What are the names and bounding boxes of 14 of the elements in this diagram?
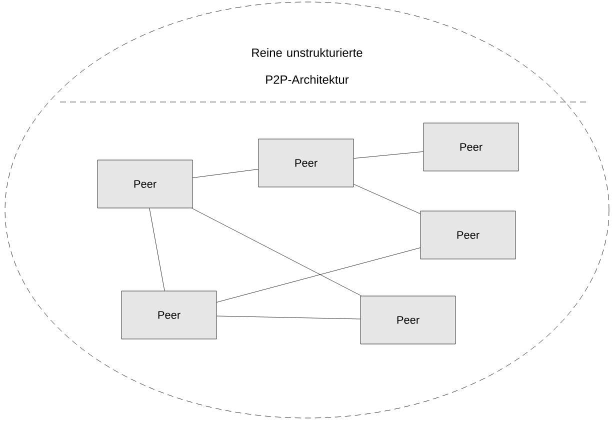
- peer-box: Peer: [97, 160, 193, 208]
- peer-box: Peer: [420, 210, 516, 260]
- connector-line: [216, 316, 360, 320]
- connector-line: [354, 184, 420, 214]
- peer-box: Peer: [258, 138, 354, 188]
- peer-box: Peer: [360, 296, 456, 344]
- peer-box: Peer: [121, 290, 217, 340]
- connector-line: [192, 208, 362, 296]
- connector-line: [192, 169, 258, 178]
- peer-box: Peer: [423, 122, 519, 172]
- connector-line: [216, 248, 420, 302]
- heading: Reine unstrukturierte P2P-Architektur: [252, 48, 362, 84]
- connector-line: [149, 208, 165, 291]
- connector-line: [354, 151, 424, 159]
